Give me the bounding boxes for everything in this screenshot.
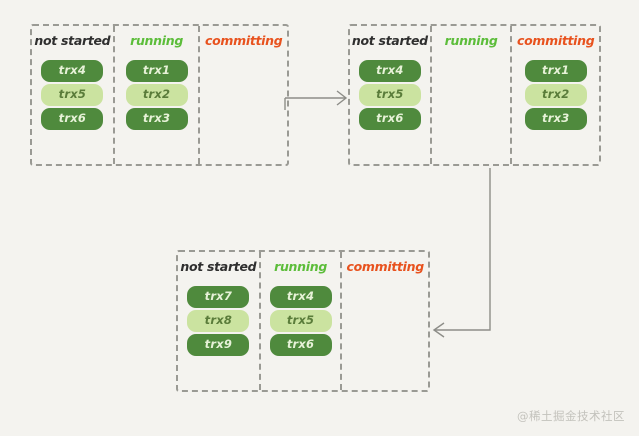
- transaction-pill[interactable]: trx7: [187, 285, 250, 308]
- transaction-pill[interactable]: trx8: [187, 309, 250, 332]
- column-header-running: running: [130, 33, 183, 48]
- transaction-pill[interactable]: trx6: [269, 333, 332, 356]
- column-header-not-started: not started: [34, 33, 111, 48]
- watermark: @稀土掘金技术社区: [517, 409, 625, 423]
- column-header-committing: committing: [517, 33, 595, 48]
- transaction-pill[interactable]: trx6: [358, 107, 421, 130]
- transaction-pill[interactable]: trx1: [125, 59, 188, 82]
- transaction-pill[interactable]: trx4: [41, 59, 104, 82]
- transaction-pill[interactable]: trx2: [524, 83, 587, 106]
- transaction-pill[interactable]: trx9: [187, 333, 250, 356]
- column-header-not-started: not started: [351, 33, 428, 48]
- column-header-committing: committing: [346, 259, 424, 274]
- transaction-pill[interactable]: trx3: [524, 107, 587, 130]
- column-committing: committing: [342, 252, 428, 390]
- column-header-committing: committing: [204, 33, 283, 48]
- transaction-pill[interactable]: trx1: [524, 59, 587, 82]
- column-committing: committing: [200, 26, 287, 164]
- transaction-pill[interactable]: trx5: [41, 83, 104, 106]
- transaction-pill[interactable]: trx4: [269, 285, 332, 308]
- transaction-pill[interactable]: trx4: [358, 59, 421, 82]
- column-header-running: running: [274, 259, 327, 274]
- transaction-pill[interactable]: trx3: [125, 107, 188, 130]
- flow-arrow-step2-to-step3: [432, 168, 491, 338]
- transaction-pill[interactable]: trx6: [41, 107, 104, 130]
- flow-arrow-step1-to-step2: [284, 90, 348, 110]
- column-header-running: running: [444, 33, 498, 48]
- transaction-pill[interactable]: trx2: [125, 83, 188, 106]
- transaction-pill[interactable]: trx5: [269, 309, 332, 332]
- transaction-pill[interactable]: trx5: [358, 83, 421, 106]
- column-header-not-started: not started: [180, 259, 257, 274]
- column-running: running: [432, 26, 513, 164]
